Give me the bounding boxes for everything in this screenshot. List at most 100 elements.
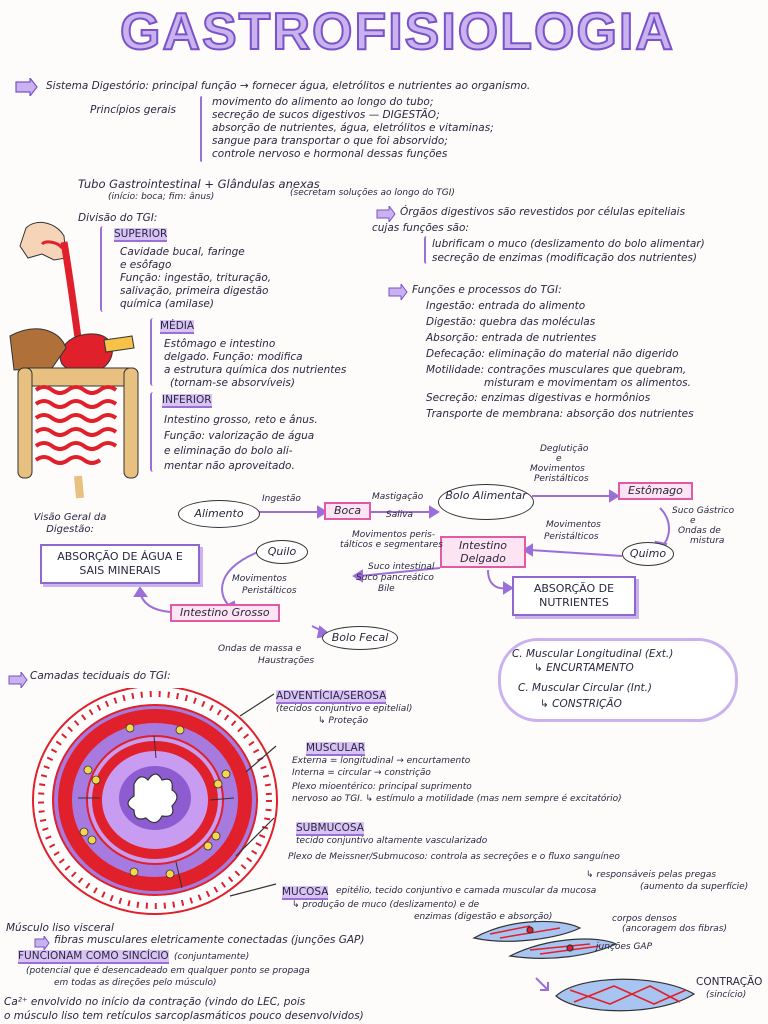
- deglutic-label: e: [556, 454, 562, 464]
- arrow-icon: [376, 206, 396, 222]
- muc-line: enzimas (digestão e absorção): [414, 912, 553, 922]
- ingestao-label: Ingestão: [262, 494, 301, 504]
- submucosa-title: SUBMUCOSA: [296, 822, 364, 836]
- sincicio-title: FUNCIONAM COMO SINCÍCIO: [18, 950, 169, 964]
- sucos-label: Suco intestinal: [368, 562, 435, 572]
- page-title: GASTROFISIOLOGIA: [119, 2, 675, 62]
- musculo-line: (conjuntamente): [174, 952, 250, 962]
- musculo-line: o músculo liso tem retículos sarcoplasmá…: [4, 1010, 364, 1022]
- muc-line: ↳ responsáveis pelas pregas: [586, 870, 717, 880]
- inferior-title: INFERIOR: [162, 394, 212, 408]
- musculo-line: (potencial que é desencadeado em qualque…: [26, 966, 310, 976]
- musc-line: Externa = longitudinal → encurtamento: [292, 756, 471, 766]
- ondas-label: Ondas de massa e: [218, 644, 302, 654]
- processo-item: Transporte de membrana: absorção dos nut…: [426, 408, 694, 420]
- deglutic-label: Deglutição: [540, 444, 589, 454]
- gap-label: junções GAP: [596, 942, 653, 952]
- media-line: (tornam-se absorvíveis): [170, 377, 295, 389]
- muc-line: ↳ produção de muco (deslizamento) e de: [292, 900, 480, 910]
- estomago-node: Estômago: [618, 482, 693, 500]
- boca-node: Boca: [324, 502, 372, 520]
- mov-perist-label: Peristálticos: [544, 532, 599, 542]
- principios-label: Princípios gerais: [90, 104, 176, 116]
- media-line: a estrutura química dos nutrientes: [164, 364, 347, 376]
- sub-line: tecido conjuntivo altamente vascularizad…: [296, 836, 488, 846]
- camadas-label: Camadas teciduais do TGI:: [30, 670, 171, 682]
- intestino-grosso-node: Intestino Grosso: [170, 604, 280, 622]
- arrow-icon: [8, 672, 28, 688]
- arrow-icon: [15, 78, 38, 96]
- orgaos-func: secreção de enzimas (modificação dos nut…: [432, 252, 698, 264]
- tubo-line: Tubo Gastrointestinal + Glândulas anexas: [78, 177, 320, 191]
- adventicia-title: ADVENTÍCIA/SEROSA: [276, 690, 387, 704]
- media-line: delgado. Função: modifica: [164, 351, 303, 363]
- saliva-label: Saliva: [386, 510, 414, 520]
- principio-item: controle nervoso e hormonal dessas funçõ…: [212, 148, 448, 160]
- processos-label: Funções e processos do TGI:: [412, 284, 562, 296]
- orgaos-line: Órgãos digestivos são revestidos por cél…: [400, 206, 686, 218]
- pointer-lines: [229, 693, 277, 897]
- processo-item: Digestão: quebra das moléculas: [426, 316, 596, 328]
- superior-line: Função: ingestão, trituração,: [120, 272, 272, 284]
- contracao-sub: (sincício): [706, 990, 747, 1000]
- media-title: MÉDIA: [160, 320, 195, 334]
- tubo-sub: (início: boca; fim: ânus): [108, 192, 215, 202]
- quilo-node: Quilo: [256, 540, 308, 564]
- superior-title: SUPERIOR: [114, 228, 168, 242]
- contraction-illustration: [555, 978, 696, 1012]
- quimo-node: Quimo: [622, 542, 674, 566]
- ondas-label: Haustrações: [258, 656, 315, 666]
- media-line: Estômago e intestino: [164, 338, 276, 350]
- principio-item: secreção de sucos digestivos — DIGESTÃO;: [212, 109, 440, 121]
- bolo-node: Bolo Alimentar: [438, 484, 534, 520]
- suco-gastrico-label: mistura: [690, 536, 725, 546]
- muc-line: epitélio, tecido conjuntivo e camada mus…: [336, 886, 597, 896]
- absorcao-nutrientes-box: ABSORÇÃO DE NUTRIENTES: [512, 576, 636, 616]
- inferior-line: Intestino grosso, reto e ânus.: [164, 414, 318, 426]
- suco-gastrico-label: Ondas de: [678, 526, 721, 536]
- superior-line: salivação, primeira digestão: [120, 285, 269, 297]
- musc-line: Interna = circular → constrição: [292, 768, 431, 778]
- mov-perista-label: tálticos e segmentares: [340, 540, 443, 550]
- mov-perist2-label: Movimentos: [232, 574, 287, 584]
- superior-line: e esôfago: [120, 259, 172, 271]
- principio-item: movimento do alimento ao longo do tubo;: [212, 96, 434, 108]
- sucos-label: Bile: [378, 584, 395, 594]
- musculo-line: fibras musculares eletricamente conectad…: [54, 934, 365, 946]
- corpos-label: (ancoragem dos fibras): [622, 924, 727, 934]
- processo-item: Ingestão: entrada do alimento: [426, 300, 586, 312]
- muscular-title: MUSCULAR: [306, 742, 365, 756]
- tubo-sub: (secretam soluções ao longo do TGI): [290, 188, 455, 198]
- mov-perist2-label: Peristálticos: [242, 586, 297, 596]
- musculo-line: Músculo liso visceral: [6, 922, 114, 934]
- inferior-line: mentar não aproveitado.: [164, 460, 295, 472]
- adv-line: (tecidos conjuntivo e epitelial): [276, 704, 413, 714]
- tgi-cross-section: [32, 688, 278, 915]
- musc-line: Plexo mioentérico: principal suprimento: [292, 782, 472, 792]
- arrow-icon: [535, 977, 549, 991]
- adv-line: ↳ Proteção: [318, 716, 369, 726]
- musc-line: nervoso ao TGI. ↳ estímulo a motilidade …: [292, 794, 622, 804]
- mucosa-title: MUCOSA: [282, 886, 329, 900]
- intro-line: Sistema Digestório: principal função → f…: [46, 80, 531, 92]
- arrow-icon: [34, 936, 50, 950]
- mov-perist-label: Movimentos: [546, 520, 601, 530]
- orgaos-func: lubrificam o muco (deslizamento do bolo …: [432, 238, 705, 250]
- principio-item: absorção de nutrientes, água, eletrólito…: [212, 122, 494, 134]
- superior-line: química (amilase): [120, 298, 214, 310]
- camadas-muscular-box: [498, 638, 738, 722]
- processo-item: Motilidade: contrações musculares que qu…: [426, 364, 687, 376]
- deglutic-label: Peristálticos: [534, 474, 589, 484]
- bolo-fecal-node: Bolo Fecal: [322, 626, 398, 650]
- sub-line: Plexo de Meissner/Submucoso: controla as…: [288, 852, 620, 862]
- sucos-label: Suco pancreático: [356, 573, 434, 583]
- inferior-line: Função: valorização de água: [164, 430, 315, 442]
- orgaos-line: cujas funções são:: [372, 222, 469, 234]
- muc-line: (aumento da superfície): [640, 882, 749, 892]
- divisao-label: Divisão do TGI:: [78, 212, 158, 224]
- processo-item: misturam e movimentam os alimentos.: [484, 377, 691, 389]
- mov-perista-label: Movimentos peris-: [352, 530, 436, 540]
- suco-gastrico-label: Suco Gástrico: [672, 506, 735, 516]
- arrow-icon: [388, 284, 408, 300]
- principio-item: sangue para transportar o que foi absorv…: [212, 135, 448, 147]
